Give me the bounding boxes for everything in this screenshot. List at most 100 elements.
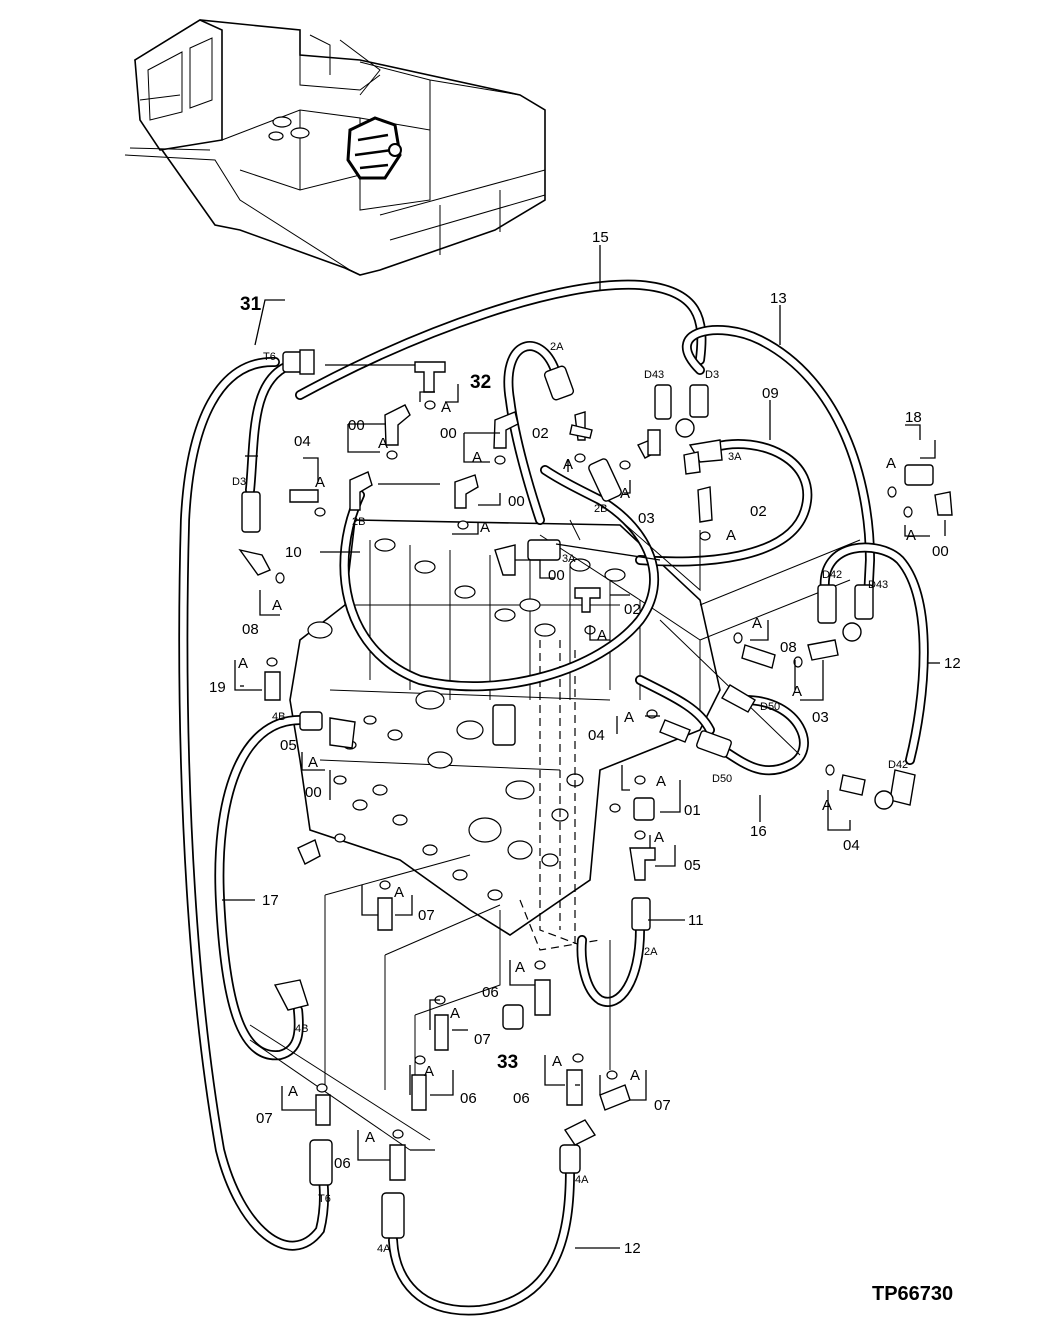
hose-T6-D3 xyxy=(245,360,295,495)
svg-text:A: A xyxy=(654,829,664,846)
hose-2A-upper xyxy=(503,341,560,525)
svg-text:T6: T6 xyxy=(263,351,276,363)
svg-text:A: A xyxy=(238,655,248,672)
fittings xyxy=(238,349,953,1239)
svg-text:A: A xyxy=(552,1053,562,1070)
callout-00-e: 00 xyxy=(305,784,322,801)
svg-text:D42: D42 xyxy=(822,569,842,581)
callout-04-c: 04 xyxy=(843,837,860,854)
svg-text:A: A xyxy=(597,627,607,644)
callout-20: 18 xyxy=(905,409,922,426)
callout-04-a: 04 xyxy=(294,433,311,450)
svg-text:A: A xyxy=(272,597,282,614)
svg-text:4B: 4B xyxy=(272,711,285,723)
svg-text:A: A xyxy=(288,1083,298,1100)
callout-32: 32 xyxy=(470,372,491,393)
svg-text:A: A xyxy=(726,527,736,544)
callout-09-b: 08 xyxy=(780,639,797,656)
callout-02-a: 02 xyxy=(532,425,549,442)
svg-text:3A: 3A xyxy=(562,553,576,565)
callouts: 15 13 09 18 00 00 00 00 00 00 02 02 02 0… xyxy=(209,229,961,1257)
svg-text:D50: D50 xyxy=(760,701,780,713)
hose-11 xyxy=(339,465,660,692)
hose-12 xyxy=(576,925,645,1007)
callout-10: 09 xyxy=(762,385,779,402)
callout-06-d: 06 xyxy=(334,1155,351,1172)
svg-text:A: A xyxy=(424,1063,434,1080)
port-labels: T6 T6 D3 D3 D43 D43 D42 D42 D50 D50 2A 2… xyxy=(232,341,908,1255)
svg-text:2A: 2A xyxy=(550,341,564,353)
svg-text:2B: 2B xyxy=(594,503,607,515)
svg-text:D43: D43 xyxy=(644,369,664,381)
callout-07: 07 xyxy=(654,1097,671,1114)
callout-08-a: 07 xyxy=(418,907,435,924)
svg-text:A: A xyxy=(515,959,525,976)
callout-19: 17 xyxy=(262,892,279,909)
hose-31 xyxy=(178,356,330,1251)
callout-33: 33 xyxy=(497,1052,518,1073)
callout-06-b: 06 xyxy=(460,1090,477,1107)
svg-text:D3: D3 xyxy=(705,369,719,381)
leader-lines xyxy=(222,245,946,1249)
svg-text:A: A xyxy=(630,1067,640,1084)
callout-16: 13 xyxy=(770,290,787,307)
callout-06-a: 06 xyxy=(482,984,499,1001)
callout-04-b: 04 xyxy=(588,727,605,744)
svg-text:4B: 4B xyxy=(295,1023,308,1035)
svg-text:4A: 4A xyxy=(575,1174,589,1186)
svg-text:A: A xyxy=(378,435,388,452)
svg-text:D43: D43 xyxy=(868,579,888,591)
callout-11: 10 xyxy=(285,544,302,561)
svg-text:A: A xyxy=(450,1005,460,1022)
svg-text:A: A xyxy=(624,709,634,726)
callout-02-c: 02 xyxy=(624,601,641,618)
svg-text:3A: 3A xyxy=(728,451,742,463)
hose-16 xyxy=(681,325,876,605)
svg-text:A: A xyxy=(906,527,916,544)
callout-09-a: 08 xyxy=(242,621,259,638)
callout-17: 15 xyxy=(592,229,609,246)
callout-18: 16 xyxy=(750,823,767,840)
svg-text:D42: D42 xyxy=(888,759,908,771)
callout-21: 19 xyxy=(209,679,226,696)
callout-03-b: 03 xyxy=(812,709,829,726)
callout-15: 12 xyxy=(944,655,961,672)
control-valve-location-icon xyxy=(346,116,402,180)
svg-text:A: A xyxy=(563,456,573,473)
callout-03-a: 03 xyxy=(638,510,655,527)
svg-text:A: A xyxy=(394,884,404,901)
callout-13: 12 xyxy=(624,1240,641,1257)
callout-12: 11 xyxy=(688,912,704,929)
drawing-id: TP66730 xyxy=(872,1283,953,1305)
svg-text:A: A xyxy=(822,797,832,814)
callout-06-c: 06 xyxy=(513,1090,530,1107)
hose-19 xyxy=(214,715,305,1061)
callout-01: 01 xyxy=(684,802,701,819)
svg-text:A: A xyxy=(480,519,490,536)
hose-10 xyxy=(635,439,813,567)
callout-00-right: 00 xyxy=(932,543,949,560)
svg-text:A: A xyxy=(886,455,896,472)
callout-00-d: 00 xyxy=(548,567,565,584)
svg-text:2A: 2A xyxy=(644,946,658,958)
callout-02-b: 02 xyxy=(750,503,767,520)
hose-D50 xyxy=(635,675,715,735)
callout-08-c: 07 xyxy=(256,1110,273,1127)
callout-05-a: 05 xyxy=(280,737,297,754)
svg-text:A: A xyxy=(656,773,666,790)
hose-15 xyxy=(819,542,929,765)
callout-00-a: 00 xyxy=(348,417,365,434)
hose-13 xyxy=(388,1165,575,1316)
svg-text:A: A xyxy=(441,399,451,416)
svg-text:A: A xyxy=(752,615,762,632)
svg-text:A: A xyxy=(308,754,318,771)
svg-text:A: A xyxy=(620,485,630,502)
callout-00-c: 00 xyxy=(508,493,525,510)
svg-text:A: A xyxy=(315,474,325,491)
hose-18 xyxy=(710,695,809,776)
callout-08-b: 07 xyxy=(474,1031,491,1048)
callout-31: 31 xyxy=(240,294,262,315)
svg-text:A: A xyxy=(365,1129,375,1146)
callout-00-b: 00 xyxy=(440,425,457,442)
